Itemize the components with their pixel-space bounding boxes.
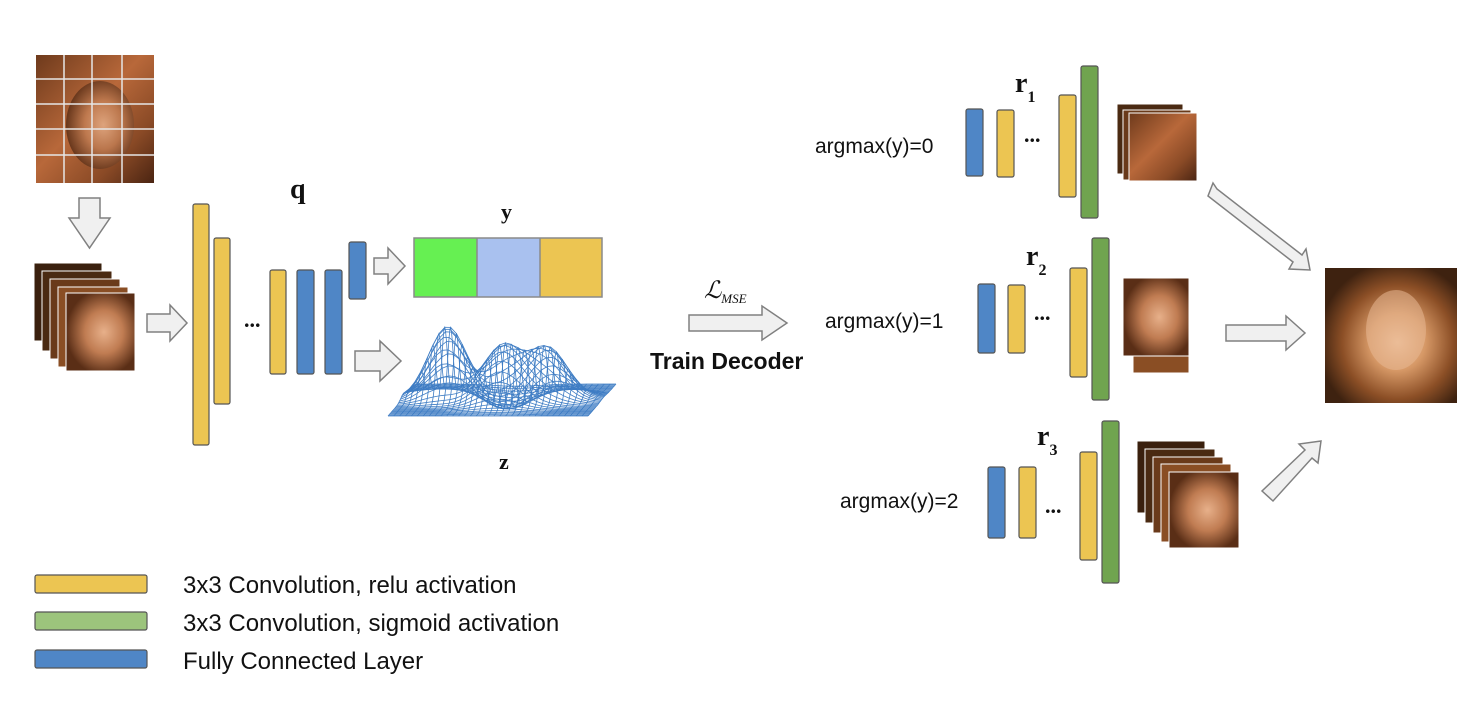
- input-image: [36, 55, 154, 183]
- arrow-into-encoder: [146, 303, 189, 343]
- surface-mesh-line: [575, 383, 605, 417]
- arrow-r1-to-output: [1207, 181, 1311, 271]
- surface-mesh-line: [558, 376, 587, 417]
- conv-relu-layer: [1058, 94, 1077, 198]
- decoder-r2-output-patches: [1122, 277, 1190, 374]
- decoder-r3-condition: argmax(y)=2: [840, 490, 958, 513]
- fc-layer: [977, 283, 996, 354]
- surface-mesh-line: [564, 383, 593, 417]
- conv-sigmoid-layer: [1080, 65, 1099, 219]
- y-cell-1: [477, 238, 540, 297]
- surface-mesh-line: [416, 383, 616, 387]
- arrow-r2-to-output: [1225, 314, 1307, 352]
- surface-mesh-line: [405, 341, 606, 397]
- decoder-r2-label: r2: [1026, 241, 1046, 279]
- decoder-r2-condition: argmax(y)=1: [825, 310, 943, 333]
- decoder-r1: argmax(y)=0 r1 ...: [815, 65, 1198, 219]
- encoder-label-q: q: [290, 174, 306, 205]
- label-y: y: [501, 199, 512, 224]
- legend-item-conv-relu: 3x3 Convolution, relu activation: [34, 572, 517, 599]
- legend: 3x3 Convolution, relu activation 3x3 Con…: [34, 572, 559, 675]
- surface-mesh-line: [415, 384, 616, 389]
- legend-label: Fully Connected Layer: [183, 648, 423, 675]
- surface-mesh-line: [414, 385, 615, 392]
- down-arrow: [67, 197, 112, 250]
- fc-layer: [965, 108, 984, 177]
- conv-relu-layer: [192, 203, 210, 446]
- surface-mesh-line: [412, 387, 613, 399]
- decoder-r3-label: r3: [1037, 421, 1057, 459]
- encoder-q: ... q: [192, 174, 367, 446]
- conv-relu-layer: [1018, 466, 1037, 539]
- arrow-to-y: [373, 246, 407, 286]
- fc-layer: [324, 269, 343, 375]
- decoder-r2: argmax(y)=1 r2 ...: [825, 237, 1190, 401]
- conv-sigmoid-layer: [1091, 237, 1110, 401]
- fc-layer: [987, 466, 1006, 539]
- decoder-r3-output-patches: [1136, 440, 1240, 549]
- y-one-hot-vector: y: [413, 199, 603, 298]
- decoder-r2-ellipsis: ...: [1034, 300, 1051, 325]
- loss-subscript: MSE: [720, 291, 746, 306]
- arrow-r3-to-output: [1260, 440, 1322, 503]
- encoder-ellipsis: ...: [244, 307, 261, 332]
- z-latent-surface: [387, 325, 617, 417]
- legend-label: 3x3 Convolution, sigmoid activation: [183, 610, 559, 637]
- train-decoder-label: Train Decoder: [650, 348, 803, 374]
- loss-symbol: ℒMSE: [704, 278, 747, 306]
- decoder-r1-label: r1: [1015, 68, 1035, 106]
- fc-layer: [348, 241, 367, 300]
- y-cell-0: [414, 238, 477, 297]
- conv-relu-layer: [1007, 284, 1026, 354]
- conv-relu-layer: [1079, 451, 1098, 561]
- conv-relu-layer: [1069, 267, 1088, 378]
- decoder-r3: argmax(y)=2 r3 ...: [840, 420, 1240, 584]
- surface-mesh-line: [499, 343, 529, 417]
- decoder-r3-ellipsis: ...: [1045, 493, 1062, 518]
- conv-relu-layer: [213, 237, 231, 405]
- input-patches-stack: [33, 262, 136, 372]
- decoder-r1-ellipsis: ...: [1024, 122, 1041, 147]
- arrow-to-z: [354, 339, 403, 383]
- surface-mesh-line: [413, 386, 614, 395]
- surface-mesh-line: [570, 383, 599, 417]
- decoder-r1-output-patches: [1116, 103, 1198, 182]
- legend-label: 3x3 Convolution, relu activation: [183, 572, 517, 599]
- surface-mesh-line: [587, 383, 617, 417]
- reconstructed-image: [1325, 268, 1457, 403]
- legend-item-fc: Fully Connected Layer: [34, 648, 423, 675]
- conv-relu-layer: [269, 269, 287, 375]
- surface-mesh-line: [581, 383, 611, 417]
- fc-layer: [296, 269, 315, 375]
- conv-sigmoid-layer: [1101, 420, 1120, 584]
- label-z: z: [499, 449, 509, 474]
- y-cell-2: [540, 238, 602, 297]
- surface-mesh-line: [406, 365, 607, 406]
- train-decoder-arrow: [688, 304, 789, 342]
- train-decoder-step: ℒMSE Train Decoder: [650, 278, 803, 374]
- legend-item-conv-sigmoid: 3x3 Convolution, sigmoid activation: [34, 610, 559, 637]
- conv-relu-layer: [996, 109, 1015, 178]
- decoder-r1-condition: argmax(y)=0: [815, 135, 933, 158]
- patch-grid: [36, 55, 154, 183]
